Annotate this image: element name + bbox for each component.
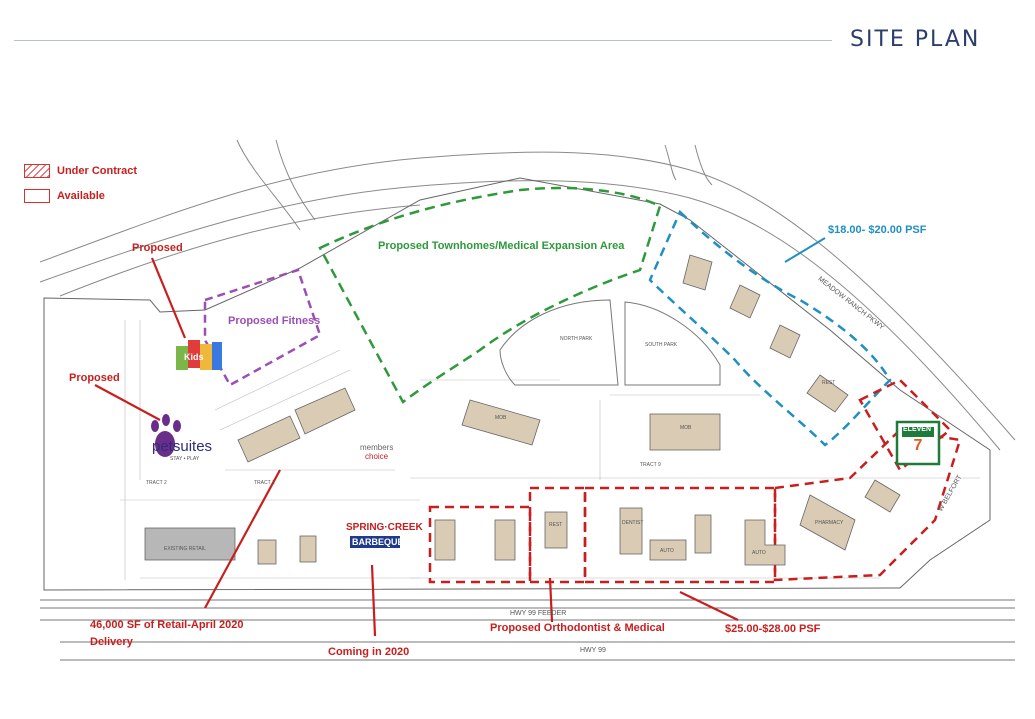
members-choice-logo-line1: members	[360, 443, 394, 452]
plan-label-pharmacy: PHARMACY	[815, 520, 844, 526]
seven-eleven-wordmark: ELEVEN	[903, 426, 932, 433]
existing-retail-building	[144, 527, 236, 561]
callout-proposed-fitness: Proposed Fitness	[228, 315, 321, 327]
spring-creek-logo-line1: SPRING·CREEK	[346, 522, 423, 533]
fitness-boundary	[203, 268, 322, 387]
callout-leader-blue	[784, 237, 826, 263]
site-boundary	[43, 177, 991, 591]
callout-pricing-upper: $18.00- $20.00 PSF	[828, 224, 927, 236]
legend: Under Contract Available	[24, 163, 137, 213]
auto-building-b	[744, 519, 786, 566]
hatched-swatch-icon	[24, 164, 50, 178]
plan-label-auto-b: AUTO	[752, 550, 766, 556]
upper-pad-boundary	[648, 209, 892, 447]
pharmacy-building	[799, 494, 856, 551]
parking-rows	[120, 320, 980, 580]
auto-building	[649, 539, 687, 561]
callout-leaders	[94, 257, 739, 637]
pad-building	[257, 539, 277, 565]
townhome-expansion-boundary	[318, 186, 662, 404]
kids-logo-icon	[176, 340, 222, 370]
callout-orthodontist: Proposed Orthodontist & Medical	[490, 622, 665, 634]
pad-building	[694, 514, 712, 554]
members-choice-logo-line2: choice	[365, 452, 389, 461]
legend-item-under-contract: Under Contract	[24, 163, 137, 179]
pad-building	[434, 519, 456, 561]
callout-pricing-lower: $25.00-$28.00 PSF	[725, 623, 821, 635]
buildings	[144, 254, 901, 566]
pet-suites-tagline: STAY • PLAY	[170, 456, 200, 462]
page-title: SITE PLAN	[850, 27, 981, 52]
rest-building	[544, 511, 568, 549]
pad-building-upper	[769, 324, 801, 359]
plan-label-mob-south: MOB	[680, 425, 692, 431]
available-pads	[428, 378, 962, 584]
seven-eleven-logo-icon: 7	[895, 420, 941, 466]
legend-label: Under Contract	[57, 165, 138, 177]
legend-item-available: Available	[24, 188, 137, 204]
plan-label-rest-upper: REST	[822, 380, 836, 386]
top-roads	[236, 139, 713, 231]
plan-label-tract9: TRACT 9	[640, 462, 661, 468]
callout-townhomes: Proposed Townhomes/Medical Expansion Are…	[378, 240, 625, 252]
dentist-building	[619, 507, 643, 555]
plan-label-tract2: TRACT 2	[146, 480, 167, 486]
mob-building	[461, 399, 541, 446]
callout-retail-line1: 46,000 SF of Retail-April 2020	[90, 619, 244, 631]
north-park	[499, 299, 619, 386]
plan-label-north-park: NORTH PARK	[560, 336, 593, 342]
plan-label-mob: MOB	[495, 415, 507, 421]
header-rule	[14, 40, 832, 41]
pad-building	[494, 519, 516, 561]
callout-coming: Coming in 2020	[328, 646, 410, 658]
pet-suites-paw-icon	[151, 414, 181, 457]
south-park	[624, 301, 721, 386]
plan-label-auto: AUTO	[660, 548, 674, 554]
retail-building-a	[237, 415, 301, 463]
pad-building-upper	[682, 254, 713, 291]
plan-label-dentist: DENTIST	[622, 520, 644, 526]
pad-building-upper	[729, 284, 761, 319]
callout-proposed-top: Proposed	[132, 242, 183, 254]
callout-proposed-left: Proposed	[69, 372, 120, 384]
rest-building-upper	[806, 374, 849, 413]
pet-suites-logo: petsuites	[152, 438, 213, 455]
plan-label-south-park: SOUTH PARK	[645, 342, 678, 348]
legend-label: Available	[57, 190, 105, 202]
plan-label-rest: REST	[549, 522, 563, 528]
arterial-road	[39, 151, 1016, 451]
callout-retail-line2: Delivery	[90, 636, 133, 648]
plan-label-existing-retail: EXISTING RETAIL	[164, 546, 206, 552]
road-label-hwy99: HWY 99	[580, 647, 606, 654]
svg-text:7: 7	[914, 437, 923, 454]
outline-swatch-icon	[24, 189, 50, 203]
retail-building-b	[294, 387, 356, 435]
plan-label-tract1: TRACT 1	[254, 480, 275, 486]
spring-creek-logo-line2: BARBEQUE	[352, 537, 404, 547]
spring-creek-banner	[350, 536, 400, 548]
pad-building	[299, 535, 317, 563]
kids-logo-wordmark: Kids	[184, 352, 204, 362]
highways	[40, 599, 1015, 661]
pad-building-east	[864, 479, 901, 513]
mob-building-south	[649, 413, 721, 451]
road-label-hwy99-feeder: HWY 99 FEEDER	[510, 610, 567, 617]
